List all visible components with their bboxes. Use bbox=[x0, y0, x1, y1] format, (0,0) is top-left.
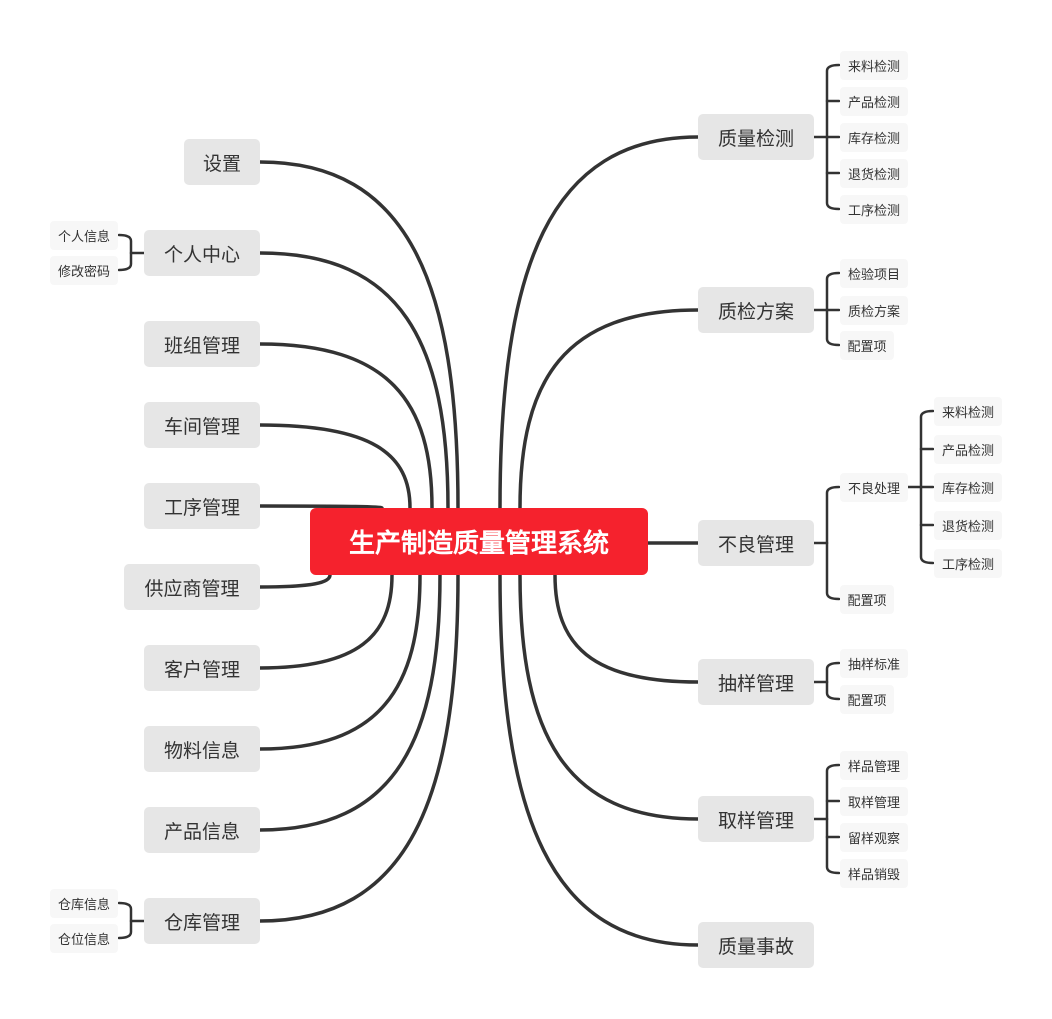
topic-team[interactable]: 班组管理 bbox=[144, 321, 260, 367]
leaf-plan-items[interactable]: 检验项目 bbox=[840, 259, 908, 288]
leaf-dh-product[interactable]: 产品检测 bbox=[934, 435, 1002, 464]
leaf-warehouse-info[interactable]: 仓库信息 bbox=[50, 889, 118, 918]
leaf-location-info[interactable]: 仓位信息 bbox=[50, 924, 118, 953]
connector-warehouse bbox=[258, 573, 460, 923]
leaf-sample-take[interactable]: 取样管理 bbox=[840, 787, 908, 816]
topic-process[interactable]: 工序管理 bbox=[144, 483, 260, 529]
leaf-sample-retain[interactable]: 留样观察 bbox=[840, 823, 908, 852]
leaf-qi-product[interactable]: 产品检测 bbox=[840, 87, 908, 116]
leaf-sampling-standard[interactable]: 抽样标准 bbox=[840, 649, 908, 678]
leaf-qi-process[interactable]: 工序检测 bbox=[840, 195, 908, 224]
connector-product bbox=[258, 573, 442, 832]
topic-workshop[interactable]: 车间管理 bbox=[144, 402, 260, 448]
topic-product[interactable]: 产品信息 bbox=[144, 807, 260, 853]
topic-material[interactable]: 物料信息 bbox=[144, 726, 260, 772]
connector-workshop bbox=[258, 423, 412, 510]
topic-profile[interactable]: 个人中心 bbox=[144, 230, 260, 276]
leaf-qi-return[interactable]: 退货检测 bbox=[840, 159, 908, 188]
connector-team bbox=[258, 342, 434, 510]
leaf-sampling-config[interactable]: 配置项 bbox=[840, 685, 894, 714]
root-topic[interactable]: 生产制造质量管理系统 bbox=[310, 508, 648, 575]
connector-process bbox=[258, 504, 384, 510]
bracket-profile-spine bbox=[117, 233, 133, 272]
leaf-defect-config[interactable]: 配置项 bbox=[840, 585, 894, 614]
leaf-dh-process[interactable]: 工序检测 bbox=[934, 549, 1002, 578]
topic-quality-inspection[interactable]: 质量检测 bbox=[698, 114, 814, 160]
leaf-sample-manage[interactable]: 样品管理 bbox=[840, 751, 908, 780]
leaf-dh-stock[interactable]: 库存检测 bbox=[934, 473, 1002, 502]
leaf-sample-destroy[interactable]: 样品销毁 bbox=[840, 859, 908, 888]
leaf-plan-plan[interactable]: 质检方案 bbox=[840, 296, 908, 325]
topic-defect[interactable]: 不良管理 bbox=[698, 520, 814, 566]
bracket-sampling-spine bbox=[825, 661, 841, 701]
bracket-defect-spine bbox=[825, 485, 841, 601]
topic-warehouse[interactable]: 仓库管理 bbox=[144, 898, 260, 944]
leaf-dh-return[interactable]: 退货检测 bbox=[934, 511, 1002, 540]
connector-settings bbox=[258, 160, 460, 510]
topic-customer[interactable]: 客户管理 bbox=[144, 645, 260, 691]
connector-quality-inspection bbox=[498, 135, 700, 510]
connector-sampling bbox=[553, 573, 700, 684]
connector-profile bbox=[258, 251, 450, 510]
leaf-profile-info[interactable]: 个人信息 bbox=[50, 221, 118, 250]
connector-material bbox=[258, 573, 422, 751]
bracket-sample-spine bbox=[825, 763, 841, 875]
leaf-qi-incoming[interactable]: 来料检测 bbox=[840, 51, 908, 80]
topic-inspection-plan[interactable]: 质检方案 bbox=[698, 287, 814, 333]
topic-sample[interactable]: 取样管理 bbox=[698, 796, 814, 842]
leaf-dh-incoming[interactable]: 来料检测 bbox=[934, 397, 1002, 426]
connector-inspection-plan bbox=[518, 308, 700, 510]
leaf-defect-handling[interactable]: 不良处理 bbox=[840, 473, 908, 502]
topic-accident[interactable]: 质量事故 bbox=[698, 922, 814, 968]
topic-sampling[interactable]: 抽样管理 bbox=[698, 659, 814, 705]
leaf-change-password[interactable]: 修改密码 bbox=[50, 256, 118, 285]
connector-sample bbox=[518, 573, 700, 821]
leaf-qi-stock[interactable]: 库存检测 bbox=[840, 123, 908, 152]
topic-settings[interactable]: 设置 bbox=[184, 139, 260, 185]
leaf-plan-config[interactable]: 配置项 bbox=[840, 331, 894, 360]
connector-customer bbox=[258, 573, 394, 670]
connector-accident bbox=[498, 573, 700, 947]
connector-supplier bbox=[258, 573, 332, 589]
topic-supplier[interactable]: 供应商管理 bbox=[124, 564, 260, 610]
bracket-warehouse-spine bbox=[117, 901, 133, 940]
